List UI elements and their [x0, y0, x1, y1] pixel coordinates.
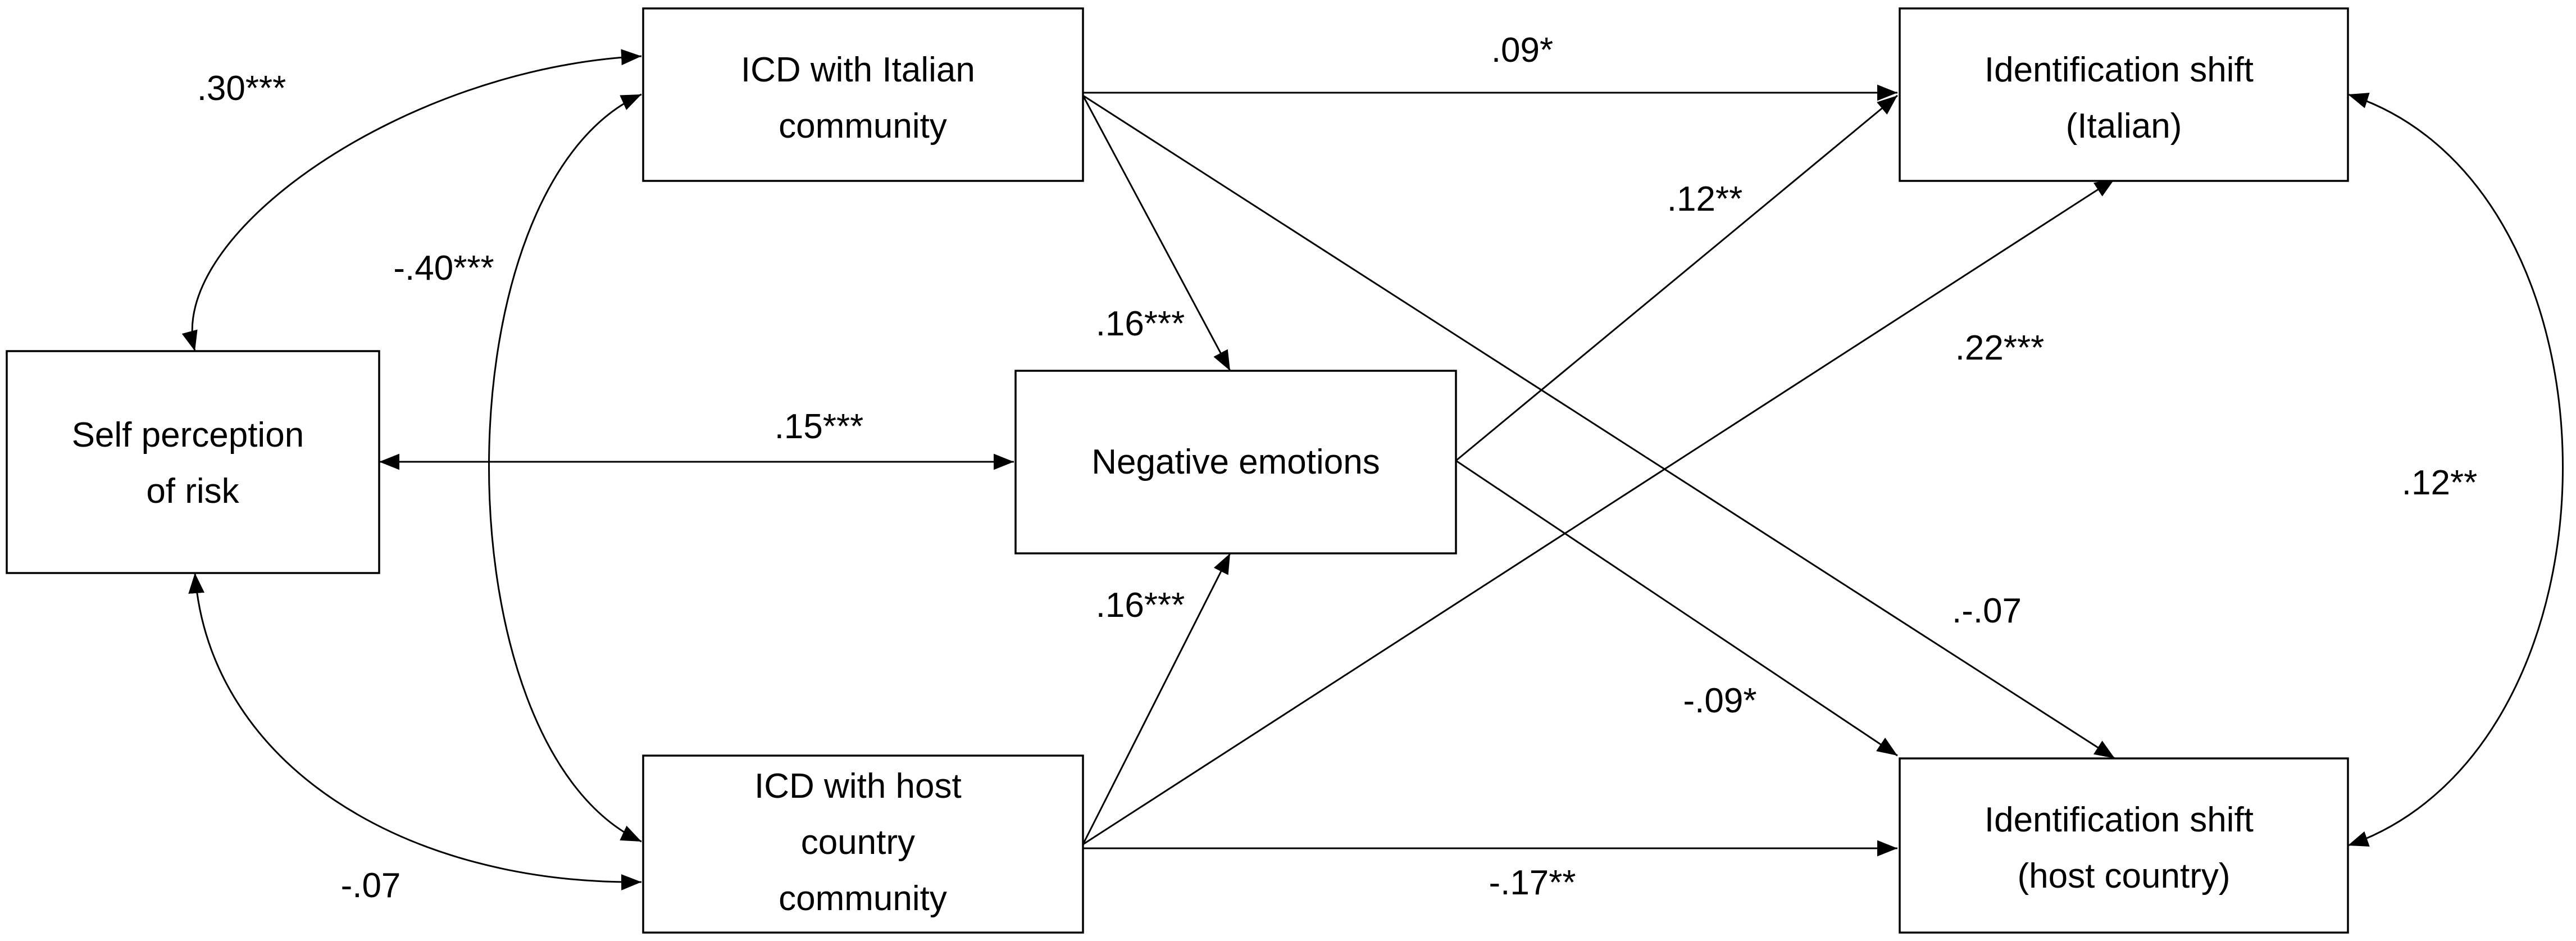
- nodes: ICD with Italian community Self percepti…: [6, 7, 2349, 934]
- coef-path-icdhost-idit: .22***: [1955, 329, 2045, 367]
- svg-text:Identification shift (: Identification shift (host country): [1985, 801, 2263, 895]
- node-id-shift-host-line-2: (host country): [2017, 857, 2230, 895]
- edge-cov-idit-idhost: [2347, 93, 2564, 847]
- node-self-risk-line-2: of risk: [146, 472, 239, 511]
- edges: [181, 49, 2564, 890]
- node-id-shift-host-line-1: Identification shift: [1985, 801, 2254, 839]
- edge-cov-risk-icdhost: [188, 572, 642, 890]
- svg-text:ICD with Italian commu: ICD with Italian community: [741, 51, 985, 146]
- coef-path-icdhost-neg: .16***: [1096, 586, 1185, 625]
- svg-text:Negative emotions: Negative emotions: [1091, 443, 1380, 481]
- coef-path-icdit-idit: .09*: [1491, 31, 1553, 70]
- node-id-shift-italian-line-1: Identification shift: [1985, 51, 2254, 89]
- node-id-shift-italian-line-2: (Italian): [2066, 107, 2182, 146]
- coef-cov-icdit-icdhost: -.40***: [393, 249, 494, 288]
- coef-path-neg-idit: .12**: [1667, 180, 1742, 219]
- edge-path-neg-idhost: [1455, 460, 1898, 757]
- node-negative-emotions: Negative emotions: [1014, 370, 1457, 554]
- node-icd-italian-line-1: ICD with Italian: [741, 51, 975, 89]
- svg-text:Self perception of ris: Self perception of risk: [72, 416, 314, 511]
- coef-cov-risk-icdit: .30***: [197, 69, 286, 108]
- node-icd-host: ICD with host country community: [642, 754, 1084, 934]
- coefficients: .30*** -.40*** -.07 .15*** .16*** .16***…: [197, 31, 2478, 905]
- node-icd-italian: ICD with Italian community: [642, 7, 1084, 182]
- node-icd-host-line-1: ICD with host: [754, 767, 962, 806]
- node-self-risk-line-1: Self perception: [72, 416, 304, 454]
- coef-cov-idit-idhost: .12**: [2402, 463, 2477, 502]
- edge-path-neg-idit: [1455, 94, 1898, 462]
- edge-path-icdhost-idit: [1082, 178, 2115, 845]
- svg-text:Identification shift (: Identification shift (Italian): [1985, 51, 2263, 146]
- node-icd-italian-line-2: community: [779, 107, 947, 146]
- node-icd-host-line-2: country: [801, 823, 915, 862]
- coef-path-icdhost-idhost: -.17**: [1489, 863, 1576, 902]
- coef-path-icdit-neg: .16***: [1096, 304, 1185, 343]
- svg-text:ICD with host country: ICD with host country community: [754, 767, 971, 918]
- edge-cov-icdit-icdhost: [488, 93, 642, 843]
- node-self-perception-of-risk: Self perception of risk: [6, 350, 380, 574]
- node-identification-shift-italian: Identification shift (Italian): [1899, 7, 2349, 182]
- coef-path-neg-idhost: -.09*: [1683, 681, 1757, 720]
- coef-cov-risk-neg: .15***: [775, 407, 864, 446]
- coef-cov-risk-icdhost: -.07: [341, 866, 401, 905]
- edge-cov-risk-icdit: [181, 49, 642, 352]
- node-icd-host-line-3: community: [779, 879, 947, 918]
- coef-path-icdit-idhost: .-.07: [1952, 592, 2022, 630]
- edge-path-icdit-idhost: [1082, 94, 2115, 760]
- node-identification-shift-host: Identification shift (host country): [1899, 757, 2349, 934]
- node-neg-emotions-line-1: Negative emotions: [1091, 443, 1380, 481]
- edge-path-icdit-neg: [1082, 95, 1231, 371]
- edge-path-icdhost-neg: [1082, 553, 1231, 845]
